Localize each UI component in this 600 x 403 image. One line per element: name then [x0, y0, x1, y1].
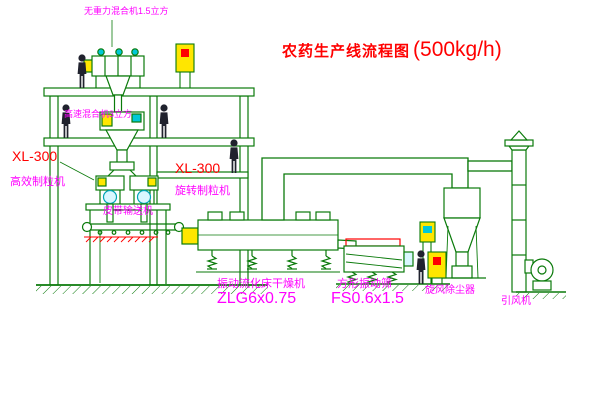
worker-figure-mid-right [159, 104, 169, 138]
control-cabinet-top [175, 43, 195, 88]
high-speed-mixer [99, 111, 145, 167]
label-dryer-name: 振动流化床干燥机 [217, 278, 305, 290]
label-high-speed-mixer: 高速混合机3立方 [64, 109, 133, 119]
title-text: 农药生产线流程图 [282, 43, 411, 60]
label-sieve-name: 方形振动筛 [337, 278, 392, 290]
control-cabinet-lower [427, 251, 447, 284]
label-belt-conveyor: 皮带输送机 [103, 206, 153, 217]
fluid-bed-dryer [181, 211, 340, 273]
label-dryer-model: ZLG6x0.75 [217, 290, 297, 307]
label-fan: 引风机 [501, 296, 531, 307]
worker-figure-mezzanine [229, 139, 239, 173]
ground-hatch-main [36, 284, 268, 294]
cyclone-separator [442, 187, 486, 279]
exhaust-stack [504, 130, 534, 293]
induced-draft-fan [516, 258, 566, 299]
drawing-title: 农药生产线流程图 (500kg/h) [282, 38, 502, 62]
worker-figure-top-floor [77, 54, 87, 88]
label-gravity-mixer: 无重力混合机1.5立方 [84, 6, 169, 16]
gravity-mixer [83, 48, 145, 113]
label-cyclone: 旋风除尘器 [425, 285, 475, 296]
granulator-units [95, 161, 159, 223]
label-granulator-left-name: 高效制粒机 [10, 176, 65, 188]
square-vibrating-sieve [336, 238, 450, 291]
label-granulator-right-name: 旋转制粒机 [175, 185, 230, 197]
red-platform-hatch [84, 236, 158, 243]
title-capacity: (500kg/h) [413, 38, 502, 61]
worker-figure-ground [416, 250, 426, 284]
belt-conveyor [81, 221, 185, 283]
label-granulator-right-model: XL-300 [175, 160, 221, 176]
label-sieve-model: FS0.6x1.5 [331, 290, 404, 307]
label-granulator-left-model: XL-300 [12, 148, 58, 164]
